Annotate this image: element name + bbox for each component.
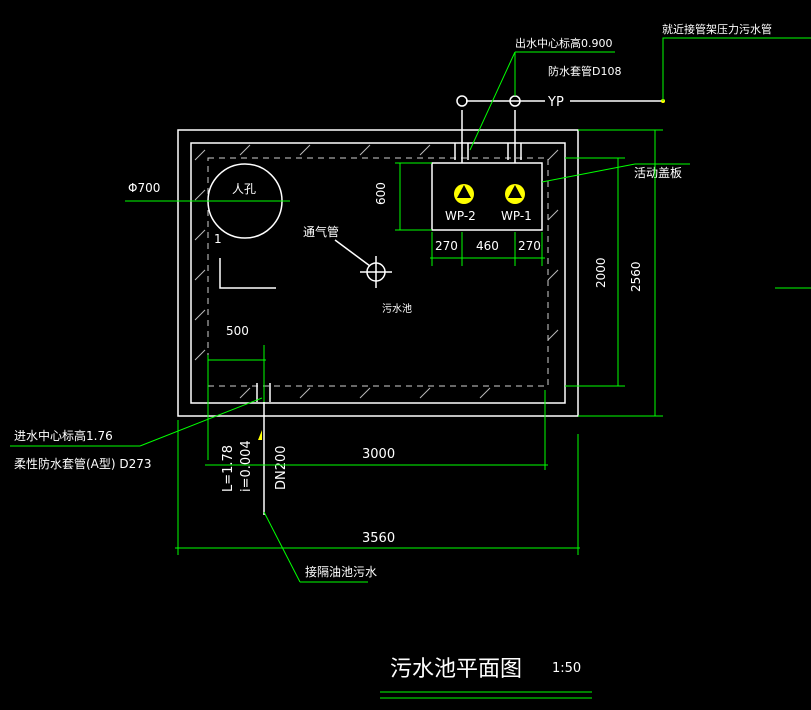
- dim-600: 600: [374, 182, 388, 205]
- dim-460: 460: [476, 239, 499, 253]
- outlet-elev-label: 出水中心标高0.900: [515, 36, 613, 50]
- manhole-label: 人孔: [232, 182, 256, 196]
- vent-leader: [334, 239, 371, 267]
- dim-3560: 3560: [362, 531, 395, 546]
- wall-hatch: [194, 144, 559, 399]
- pump-box: [431, 162, 543, 231]
- pipe-dn-label: DN200: [274, 445, 289, 490]
- dim-2000: 2000: [594, 257, 608, 288]
- inner-wall: [190, 142, 566, 404]
- drawing-title: 污水池平面图: [390, 657, 522, 682]
- outlet-sleeve-label: 防水套管D108: [548, 64, 621, 78]
- drawing-scale: 1:50: [552, 661, 581, 676]
- dim-270a: 270: [435, 239, 458, 253]
- riser-2: [456, 95, 468, 107]
- vent-pipe-label: 通气管: [303, 224, 339, 239]
- dim-270b: 270: [518, 239, 541, 253]
- inlet-sleeve-label: 柔性防水套管(A型) D273: [14, 456, 152, 471]
- connect-leader: [662, 37, 811, 101]
- pump-1-label: WP-1: [501, 209, 532, 223]
- mark-1: 1: [214, 232, 222, 246]
- sewage-pool-label: 污水池: [382, 302, 412, 315]
- dim-2560: 2560: [629, 261, 643, 292]
- pump-2-label: WP-2: [445, 209, 476, 223]
- dim-3000: 3000: [362, 447, 395, 462]
- inlet-sleeve: [256, 383, 271, 402]
- yp-label: YP: [547, 95, 564, 110]
- inlet-elev-label: 进水中心标高1.76: [14, 428, 113, 443]
- dim-500: 500: [226, 324, 249, 338]
- outer-wall: [177, 129, 579, 417]
- section-mark: [219, 258, 276, 289]
- pipe-len-label: L=1.78: [221, 445, 236, 492]
- pool-boundary: [207, 157, 549, 387]
- pipe-slope-label: i=0.004: [239, 440, 254, 492]
- movable-cover-label: 活动盖板: [634, 166, 682, 180]
- outlet-sleeves: [454, 143, 522, 160]
- manhole-dia-label: Φ700: [128, 181, 160, 195]
- drain-from-label: 接隔油池污水: [305, 564, 377, 579]
- connect-pipe-label: 就近接管架压力污水管: [662, 22, 772, 36]
